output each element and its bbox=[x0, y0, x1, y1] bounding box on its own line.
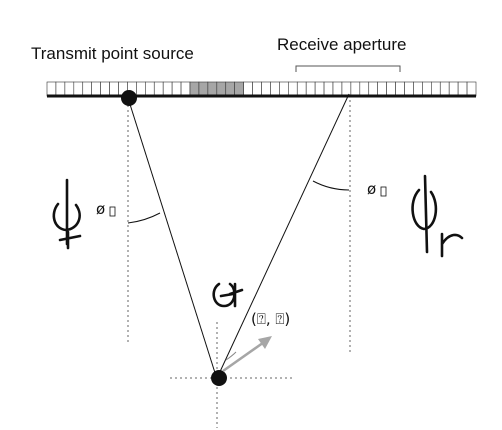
array-element bbox=[350, 81, 361, 97]
array-element bbox=[162, 81, 173, 97]
array-element bbox=[439, 81, 450, 97]
handwritten-phi-r bbox=[411, 174, 464, 258]
array-element bbox=[261, 81, 271, 97]
array-element bbox=[404, 81, 414, 97]
array-element-active bbox=[234, 81, 244, 97]
focal-point bbox=[211, 370, 227, 386]
array-element bbox=[100, 81, 110, 97]
receive-aperture-bracket bbox=[295, 65, 401, 72]
phi-r-symbol: ø bbox=[367, 180, 376, 198]
phi-t-symbol: ø bbox=[96, 200, 105, 218]
direction-angle-arc bbox=[225, 351, 237, 361]
handwritten-phi-t bbox=[52, 178, 82, 250]
array-element bbox=[413, 81, 423, 97]
direction-arrow bbox=[222, 338, 268, 373]
phi-t-subscript-glyph bbox=[109, 206, 116, 217]
array-element bbox=[153, 81, 164, 97]
array-element-active bbox=[198, 81, 209, 97]
array-element bbox=[145, 81, 155, 97]
handwritten-theta-t bbox=[212, 282, 244, 308]
array-element-active bbox=[216, 81, 227, 97]
array-element bbox=[448, 81, 459, 97]
array-element bbox=[136, 81, 146, 97]
receive-aperture-label: Receive aperture bbox=[277, 35, 406, 54]
array-element bbox=[180, 81, 191, 97]
array-element bbox=[279, 81, 289, 97]
array-element bbox=[359, 81, 370, 97]
array-element bbox=[82, 81, 92, 97]
array-element-active bbox=[207, 81, 218, 97]
array-element bbox=[422, 81, 432, 97]
array-element bbox=[431, 81, 441, 97]
phi-r-subscript-glyph bbox=[380, 186, 387, 197]
receive-angle-arc bbox=[312, 180, 350, 191]
array-element bbox=[314, 81, 325, 97]
array-element bbox=[332, 81, 343, 97]
array-element bbox=[323, 81, 334, 97]
array-element bbox=[457, 81, 468, 97]
array-element-active bbox=[189, 81, 200, 97]
array-element bbox=[377, 81, 387, 97]
direction-arrowhead bbox=[258, 336, 272, 349]
array-element bbox=[288, 81, 298, 97]
array-element bbox=[466, 81, 477, 97]
array-element bbox=[91, 81, 101, 97]
array-element bbox=[341, 81, 352, 97]
array-element bbox=[73, 81, 84, 97]
array-element bbox=[252, 81, 262, 97]
array-element bbox=[243, 81, 253, 97]
array-element bbox=[109, 81, 119, 97]
transmit-source-label: Transmit point source bbox=[31, 44, 194, 63]
array-element bbox=[296, 81, 307, 97]
array-element bbox=[64, 81, 75, 97]
array-element bbox=[171, 81, 182, 97]
transmit-point-source bbox=[121, 90, 137, 106]
array-element-active bbox=[225, 81, 235, 97]
transmit-ray bbox=[127, 97, 217, 377]
array-element bbox=[270, 81, 280, 97]
array-element bbox=[55, 81, 66, 97]
receive-ray bbox=[217, 93, 350, 377]
array-element bbox=[386, 81, 396, 97]
transducer-array bbox=[46, 81, 477, 97]
array-element bbox=[395, 81, 405, 97]
transmit-angle-arc bbox=[127, 212, 161, 224]
array-element bbox=[46, 81, 57, 97]
array-element bbox=[368, 81, 378, 97]
array-element bbox=[305, 81, 316, 97]
coordinate-label: (⍰, ⍰) bbox=[251, 310, 290, 328]
